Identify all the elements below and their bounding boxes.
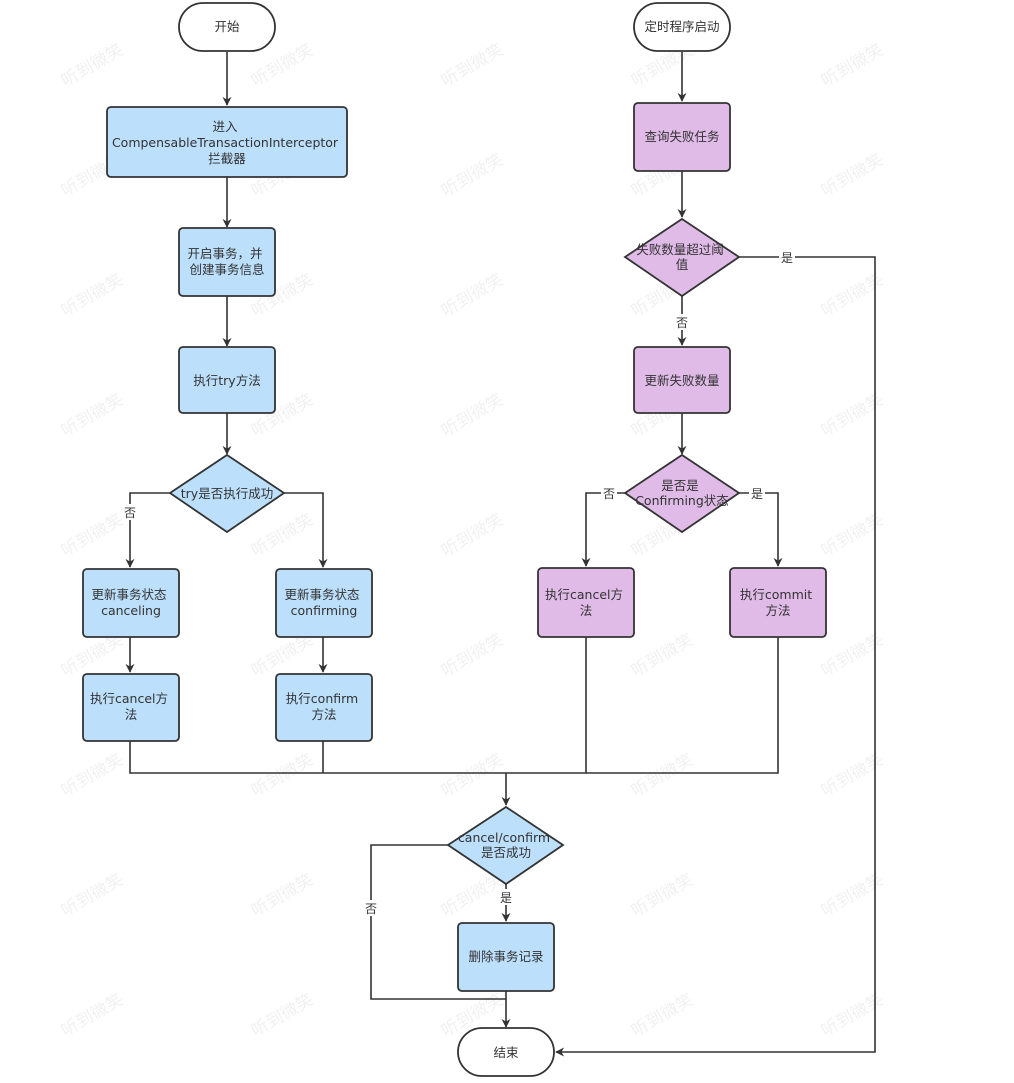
watermark-text: 听到微笑 — [248, 990, 317, 1041]
start-label: 开始 — [214, 19, 240, 34]
watermark-text: 听到微笑 — [58, 270, 127, 321]
edge-confirming-no-to-cancel — [581, 492, 625, 567]
watermark-text: 听到微笑 — [438, 630, 507, 681]
edge-label-cc-no: 否 — [365, 902, 377, 916]
watermark-text: 听到微笑 — [58, 510, 127, 561]
open-tx-box — [178, 227, 276, 297]
watermark-text: 听到微笑 — [818, 270, 887, 321]
watermark-text: 听到微笑 — [818, 870, 887, 921]
try-success-label: try是否执行成功 — [181, 486, 273, 501]
watermark-text: 听到微笑 — [628, 630, 697, 681]
watermark-text: 听到微笑 — [628, 750, 697, 801]
label-bg — [363, 900, 379, 916]
edge-label-fail-over-no: 否 — [676, 316, 688, 330]
watermark-text: 听到微笑 — [818, 150, 887, 201]
watermark-text: 听到微笑 — [818, 510, 887, 561]
set-confirming-label: 更新事务状态 confirming — [285, 587, 364, 618]
label-bg — [498, 889, 514, 905]
label-bg — [674, 314, 690, 330]
watermark-text: 听到微笑 — [58, 40, 127, 91]
is-confirming-decision — [623, 453, 741, 534]
end-label: 结束 — [493, 1045, 519, 1060]
exec-try-label: 执行try方法 — [193, 373, 260, 388]
watermark-text: 听到微笑 — [818, 40, 887, 91]
node-label-layer: 开始 进入 CompensableTransactionInterceptor … — [90, 19, 816, 1060]
watermark-text: 听到微笑 — [628, 990, 697, 1041]
watermark-text: 听到微笑 — [248, 510, 317, 561]
edge-label-confirming-yes: 是 — [751, 487, 763, 501]
set-canceling-box — [82, 568, 180, 638]
exec-confirm-label: 执行confirm 方法 — [286, 691, 362, 722]
intercept-label: 进入 CompensableTransactionInterceptor 拦截器 — [112, 119, 342, 166]
watermark-text: 听到微笑 — [818, 750, 887, 801]
watermark-text: 听到微笑 — [818, 390, 887, 441]
exec-commit-label: 执行commit 方法 — [740, 587, 816, 618]
update-fail-count-box — [633, 346, 731, 414]
watermark-text: 听到微笑 — [628, 870, 697, 921]
edge-label-try-no: 否 — [124, 506, 136, 520]
watermark-text: 听到微笑 — [438, 40, 507, 91]
label-bg — [749, 485, 765, 501]
watermark-text: 听到微笑 — [438, 150, 507, 201]
edge-label-fail-over-yes: 是 — [781, 251, 793, 265]
edge-try-yes-to-confirming — [284, 492, 328, 568]
exec-commit-box — [729, 567, 827, 638]
set-canceling-label: 更新事务状态 canceling — [92, 587, 171, 618]
query-failed-box — [633, 102, 731, 172]
try-success-decision — [168, 453, 286, 534]
cc-success-label: cancel/confirm 是否成功 — [458, 830, 554, 860]
watermark-text: 听到微笑 — [438, 510, 507, 561]
watermark-text: 听到微笑 — [438, 390, 507, 441]
watermark-text: 听到微笑 — [248, 870, 317, 921]
timer-start-label: 定时程序启动 — [644, 19, 719, 34]
fail-over-label: 失败数量超过阈 值 — [636, 242, 728, 272]
exec-cancel-right-box — [537, 567, 635, 638]
watermark-layer: 听到微笑听到微笑听到微笑听到微笑听到微笑听到微笑听到微笑听到微笑听到微笑听到微笑… — [58, 40, 887, 1041]
label-bg — [122, 504, 138, 520]
delete-record-label: 删除事务记录 — [468, 949, 543, 964]
edge-cancel-right-merge — [506, 637, 587, 774]
watermark-text: 听到微笑 — [248, 750, 317, 801]
is-confirming-label: 是否是 Confirming状态 — [635, 478, 729, 508]
edge-try-no-to-canceling — [125, 492, 170, 568]
open-tx-label: 开启事务，并 创建事务信息 — [188, 246, 267, 277]
edge-cancel-left-merge — [129, 741, 506, 774]
node-layer — [82, 2, 827, 1077]
start-terminal — [178, 2, 276, 52]
set-confirming-box — [275, 568, 373, 638]
exec-cancel-left-label: 执行cancel方 法 — [90, 691, 172, 722]
edge-label-layer: 否 是 否 否 是 是 否 — [122, 249, 795, 916]
edge-label-cc-yes: 是 — [500, 891, 512, 905]
edge-label-confirming-no: 否 — [603, 487, 615, 501]
watermark-text: 听到微笑 — [438, 270, 507, 321]
label-bg — [601, 485, 617, 501]
edge-confirming-yes-to-commit — [739, 492, 783, 567]
watermark-text: 听到微笑 — [818, 990, 887, 1041]
watermark-text: 听到微笑 — [818, 630, 887, 681]
fail-over-decision — [623, 217, 741, 298]
timer-start-terminal — [633, 2, 731, 52]
update-fail-count-label: 更新失败数量 — [644, 373, 719, 388]
intercept-box — [106, 106, 348, 178]
label-bg — [779, 249, 795, 265]
exec-confirm-box — [275, 673, 373, 742]
edge-fail-over-yes-to-end — [555, 256, 876, 1057]
watermark-text: 听到微笑 — [58, 750, 127, 801]
edge-cc-no-to-end — [370, 844, 506, 1000]
watermark-text: 听到微笑 — [438, 750, 507, 801]
delete-record-box — [457, 922, 555, 992]
watermark-text: 听到微笑 — [58, 390, 127, 441]
watermark-text: 听到微笑 — [58, 990, 127, 1041]
exec-try-box — [178, 346, 276, 414]
exec-cancel-left-box — [82, 673, 180, 742]
query-failed-label: 查询失败任务 — [644, 129, 719, 144]
edge-commit-merge — [586, 637, 779, 774]
end-terminal — [457, 1027, 555, 1077]
exec-cancel-right-label: 执行cancel方 法 — [545, 587, 627, 618]
watermark-text: 听到微笑 — [58, 870, 127, 921]
cc-success-decision — [446, 805, 565, 886]
